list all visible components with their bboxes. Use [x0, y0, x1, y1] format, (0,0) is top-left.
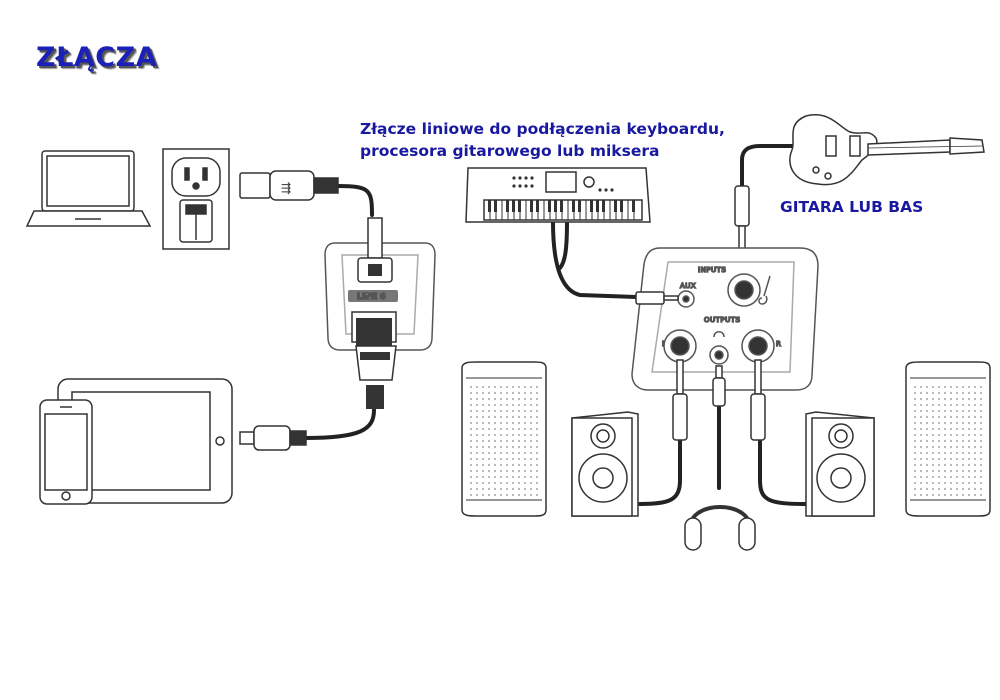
laptop-icon	[25, 150, 152, 227]
usb-cable	[336, 184, 374, 217]
usb-plug-icon: ⇶	[239, 170, 339, 201]
studio-monitor-icon-left	[571, 411, 639, 517]
guitar-icon	[789, 114, 985, 186]
guitar-cable	[740, 144, 802, 190]
output-left-cable	[638, 438, 682, 506]
keyboard-label-line1: Złącze liniowe do podłączenia keyboardu,	[360, 120, 725, 138]
speaker-grille	[470, 382, 538, 498]
aux-plug-icon	[635, 291, 679, 305]
cables	[303, 144, 807, 506]
tablet-icon	[57, 378, 233, 504]
phone-icon	[39, 399, 93, 505]
guitar-small-icon	[758, 275, 771, 305]
guitar-label: GITARA LUB BAS	[780, 198, 924, 216]
right-label: R	[776, 340, 781, 348]
keyboard-cable-right	[558, 220, 569, 270]
keyboard-cable-left	[551, 220, 638, 299]
output-right-cable	[758, 438, 807, 506]
speaker-grille	[914, 382, 982, 498]
lightning-plug-icon	[239, 425, 307, 451]
lightning-cable	[303, 408, 376, 440]
keyboard-icon	[465, 167, 651, 223]
brand-label: LINE 6	[357, 292, 386, 301]
page-title: ZŁĄCZA	[36, 42, 158, 73]
speaker-icon-right	[905, 361, 991, 517]
output-plugs	[672, 359, 766, 441]
headphone-small-icon	[713, 331, 725, 338]
aux-label: AUX	[680, 282, 696, 290]
interface-panel: INPUTS OUTPUTS AUX L R	[631, 247, 819, 391]
keyboard-connection-label: Złącze liniowe do podłączenia keyboardu,…	[360, 118, 725, 162]
outputs-label: OUTPUTS	[704, 316, 741, 324]
wall-outlet-icon	[162, 148, 230, 250]
interface-icon: LINE 6	[324, 217, 436, 409]
keyboard-label-line2: procesora gitarowego lub miksera	[360, 142, 660, 160]
headphones-icon	[684, 505, 756, 551]
inputs-label: INPUTS	[698, 266, 726, 274]
studio-monitor-icon-right	[805, 411, 875, 517]
speaker-icon-left	[461, 361, 547, 517]
svg-text:⇶: ⇶	[281, 181, 291, 195]
